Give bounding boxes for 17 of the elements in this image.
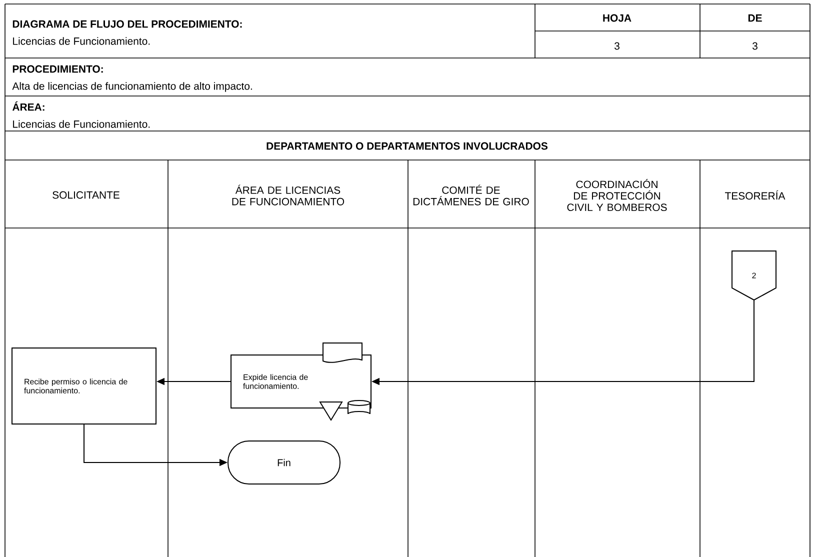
header-text: Licencias de Funcionamiento. (13, 120, 150, 128)
lane-header: TESORERÍA (725, 190, 786, 200)
header-label: HOJA (603, 14, 632, 22)
header-label: ÁREA: (12, 101, 44, 111)
header-label: DE (748, 14, 762, 22)
header-label: PROCEDIMIENTO: (12, 65, 103, 73)
header-label: DIAGRAMA DE FLUJO DEL PROCEDIMIENTO: (12, 20, 242, 28)
lane-header: COORDINACIÓN DE PROTECCIÓN CIVIL Y BOMBEROS (567, 178, 667, 212)
header-text: 3 (614, 42, 620, 50)
header-text: 3 (752, 42, 758, 50)
lane-header: ÁREA DE LICENCIAS DE FUNCIONAMIENTO (232, 184, 344, 206)
lane-header: SOLICITANTE (52, 191, 120, 199)
terminator: Fin (228, 440, 340, 484)
lane-header: COMITÉ DE DICTÁMENES DE GIRO (413, 184, 529, 206)
header-label: DEPARTAMENTO O DEPARTAMENTOS INVOLUCRADOS (266, 142, 548, 150)
header-text: Alta de licencias de funcionamiento de alto impacto. (12, 82, 252, 92)
header-text: Licencias de Funcionamiento. (13, 37, 150, 45)
